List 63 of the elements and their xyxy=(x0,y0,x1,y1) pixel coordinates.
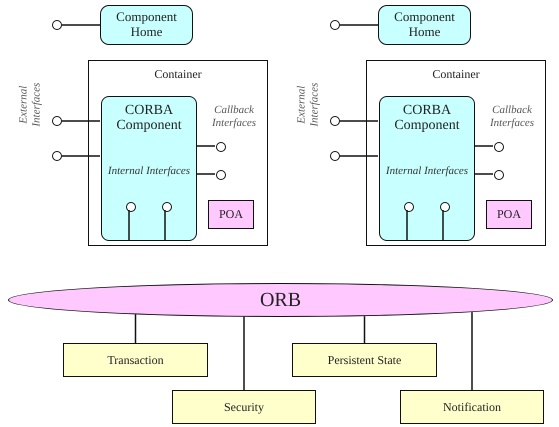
interface-circle xyxy=(126,202,136,212)
node-title: Transaction xyxy=(107,352,164,368)
interface-label: External Interfaces xyxy=(295,82,321,129)
interface-circle xyxy=(494,142,504,152)
interface-circle xyxy=(440,202,450,212)
connector-line xyxy=(128,210,130,240)
interface-label: External Interfaces xyxy=(17,82,43,129)
connector-line xyxy=(62,24,100,26)
node-subtitle: Internal Interfaces xyxy=(106,165,192,178)
interface-circle xyxy=(330,20,340,30)
node-title: ORB xyxy=(260,288,302,312)
component-home-box xyxy=(100,5,193,45)
node-title: POA xyxy=(496,207,521,222)
connector-line xyxy=(364,316,366,343)
connector-line xyxy=(196,145,215,147)
connector-line xyxy=(62,120,100,122)
interface-label: Callback Interfaces xyxy=(211,104,257,130)
interface-circle xyxy=(52,116,62,126)
connector-line xyxy=(196,173,215,175)
connector-line xyxy=(442,210,444,240)
interface-circle xyxy=(330,151,340,161)
connector-line xyxy=(340,24,378,26)
connector-line xyxy=(62,155,100,157)
interface-circle xyxy=(52,20,62,30)
poa-box xyxy=(486,200,532,229)
connector-line xyxy=(474,173,493,175)
interface-circle xyxy=(404,202,414,212)
interface-circle xyxy=(162,202,172,212)
service-box xyxy=(63,343,208,377)
node-title: Component Home xyxy=(393,10,456,40)
container-box xyxy=(366,60,546,246)
connector-line xyxy=(471,312,473,390)
component-box xyxy=(379,96,475,241)
connector-line xyxy=(134,314,136,343)
node-title: CORBA Component xyxy=(115,103,183,134)
container-box xyxy=(88,60,268,246)
interface-circle xyxy=(330,116,340,126)
component-home-box xyxy=(378,5,471,45)
node-subtitle: Internal Interfaces xyxy=(384,165,470,178)
connector-line xyxy=(340,155,378,157)
connector-line xyxy=(164,210,166,240)
node-title: Component Home xyxy=(115,10,178,40)
interface-label: Callback Interfaces xyxy=(489,104,535,130)
node-title: Security xyxy=(224,400,264,414)
node-title: Notification xyxy=(443,400,501,414)
interface-circle xyxy=(494,170,504,180)
service-box xyxy=(172,390,316,424)
node-title: Container xyxy=(432,67,480,82)
connector-line xyxy=(243,316,245,390)
poa-box xyxy=(208,200,254,229)
node-title: CORBA Component xyxy=(393,103,461,134)
node-title: Persistent State xyxy=(328,352,402,368)
interface-circle xyxy=(52,151,62,161)
connector-line xyxy=(406,210,408,240)
connector-line xyxy=(340,120,378,122)
interface-circle xyxy=(216,142,226,152)
node-title: Container xyxy=(154,67,202,82)
component-box xyxy=(101,96,197,241)
service-box xyxy=(400,390,544,424)
interface-circle xyxy=(216,170,226,180)
node-title: POA xyxy=(218,207,243,222)
connector-line xyxy=(474,145,493,147)
service-box xyxy=(292,343,437,377)
